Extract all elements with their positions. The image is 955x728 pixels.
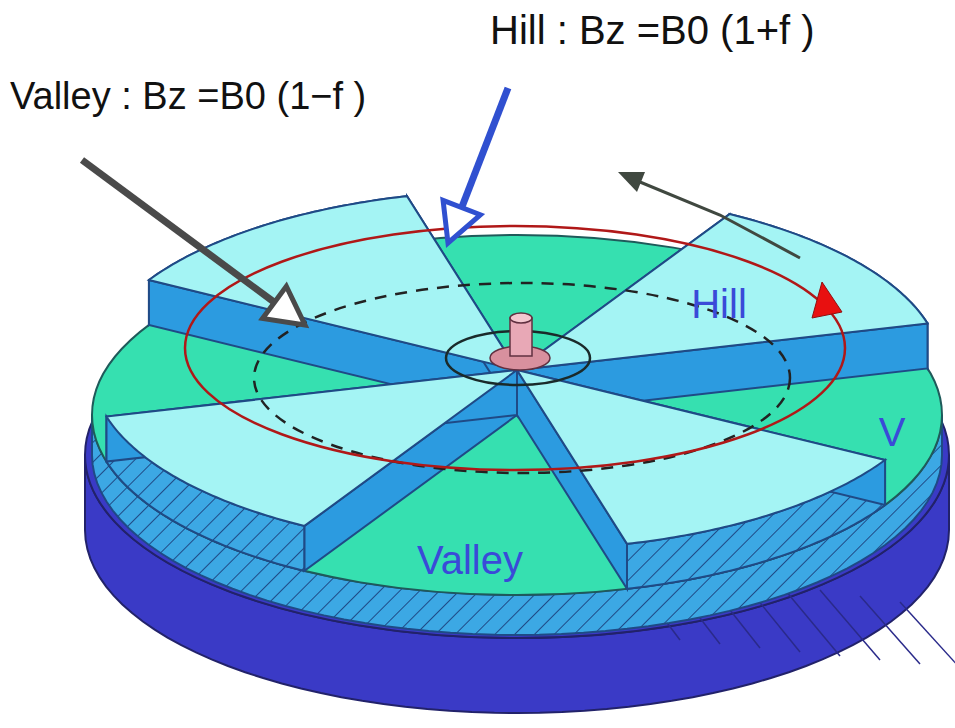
shade-line <box>820 590 880 660</box>
valley-short-label: V <box>879 410 906 454</box>
particle-orbit <box>185 226 845 470</box>
hill-top <box>517 370 885 544</box>
dashed-orbit <box>254 283 790 473</box>
hill-pointer-head <box>443 200 480 243</box>
orbit-direction-head <box>812 282 842 318</box>
velocity-arrow <box>640 182 800 258</box>
hill-top <box>149 196 517 370</box>
hill-top <box>517 214 928 370</box>
hill-label: Hill <box>691 282 747 326</box>
shade-line <box>780 584 840 656</box>
hill-pointer-shaft <box>462 88 508 208</box>
ion-source-top <box>510 313 532 323</box>
shade-line <box>900 602 955 668</box>
valley-pointer-shaft <box>82 160 274 302</box>
shade-line <box>860 596 920 664</box>
valley-field-formula: Valley : Bz =B0 (1−f ) <box>10 76 366 118</box>
valley-label: Valley <box>417 538 523 582</box>
valley-pointer-head <box>263 286 305 325</box>
hill-field-formula: Hill : Bz =B0 (1+f ) <box>490 8 815 52</box>
hill-top <box>106 370 517 526</box>
velocity-arrow-head <box>618 172 645 192</box>
